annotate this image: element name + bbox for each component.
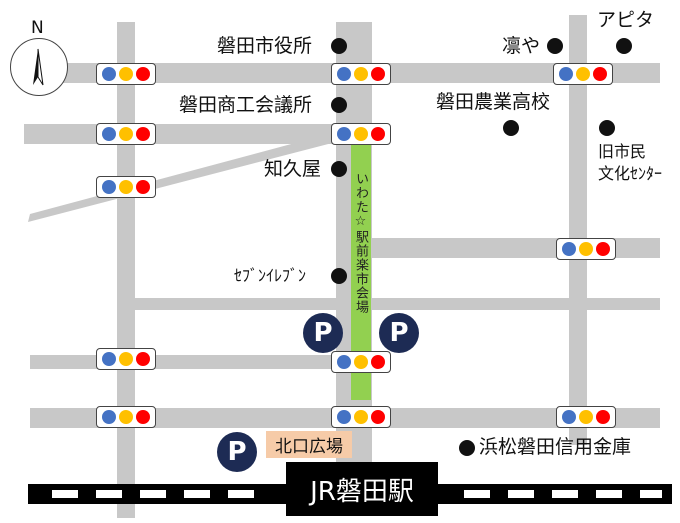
parking-icon: P: [379, 313, 419, 353]
dot-rinya: [547, 38, 563, 54]
traffic-signal: [96, 63, 156, 85]
jr-iwata-station: JR磐田駅: [286, 462, 438, 516]
traffic-signal: [96, 348, 156, 370]
label-bank: 浜松磐田信用金庫: [479, 436, 632, 458]
traffic-signal: [553, 63, 613, 85]
traffic-signal: [331, 63, 391, 85]
road-horizontal-east-branch: [372, 238, 660, 258]
traffic-signal: [556, 406, 616, 428]
label-chamber: 磐田商工会議所: [179, 94, 313, 116]
road-diagonal: [28, 132, 336, 222]
road-vertical-west: [117, 22, 135, 518]
parking-icon: P: [303, 313, 343, 353]
dot-seven-eleven: [331, 268, 347, 284]
label-kikuya: 知久屋: [264, 158, 322, 180]
north-plaza: 北口広場: [266, 431, 352, 458]
traffic-signal: [556, 238, 616, 260]
compass-north-label: N: [31, 18, 44, 38]
label-apita: アピタ: [597, 9, 655, 31]
north-arrow-icon: [33, 48, 44, 86]
dot-agri-high-school: [503, 120, 519, 136]
dot-apita: [616, 38, 632, 54]
railway-dashes: [52, 490, 662, 498]
traffic-signal: [331, 406, 391, 428]
compass: [10, 38, 68, 96]
market-label: いわた☆駅前楽市会場: [353, 172, 368, 314]
label-rinya: 凛や: [502, 35, 541, 57]
traffic-signal: [331, 123, 391, 145]
label-city-hall: 磐田市役所: [217, 35, 313, 57]
dot-culture-center: [599, 120, 615, 136]
label-culture-center-line2: 文化ｾﾝﾀｰ: [598, 164, 663, 183]
dot-chamber: [331, 97, 347, 113]
dot-city-hall: [331, 38, 347, 54]
road-horizontal-fourth: [30, 355, 366, 369]
parking-icon: P: [217, 432, 257, 472]
station-label: JR磐田駅: [310, 476, 414, 507]
dot-bank: [459, 440, 475, 456]
traffic-signal: [331, 351, 391, 373]
traffic-signal: [96, 176, 156, 198]
road-vertical-east: [569, 15, 587, 445]
traffic-signal: [96, 406, 156, 428]
label-agri-high-school: 磐田農業高校: [436, 91, 551, 113]
dot-kikuya: [331, 161, 347, 177]
label-seven-eleven: ｾﾌﾞﾝｲﾚﾌﾞﾝ: [234, 266, 307, 285]
road-horizontal-minor: [135, 298, 660, 310]
market-street: [351, 144, 371, 400]
traffic-signal: [96, 123, 156, 145]
north-plaza-label: 北口広場: [275, 437, 343, 457]
label-culture-center-line1: 旧市民: [598, 142, 647, 161]
